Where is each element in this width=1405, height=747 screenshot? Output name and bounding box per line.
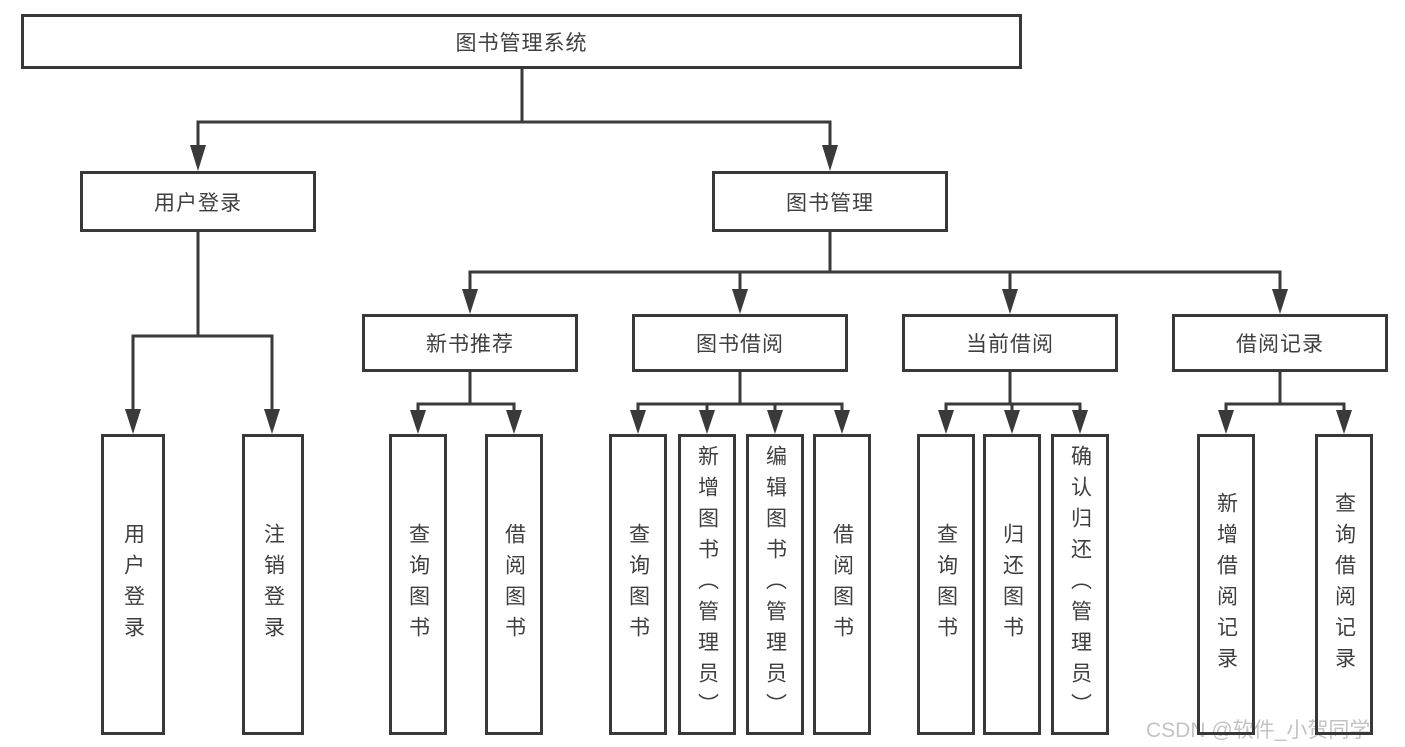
leaf-label: 新增借阅记录 [1214, 491, 1238, 678]
leaf-add-book-admin: 新增图书（管理员） [678, 434, 736, 735]
leaf-query-borrow-record: 查询借阅记录 [1315, 434, 1373, 735]
leaf-return-book: 归还图书 [983, 434, 1041, 735]
leaf-label: 查询图书 [406, 522, 430, 647]
connector-root-to-level2 [190, 69, 838, 171]
connector-book-management-to-level3 [462, 232, 1288, 314]
connector-new-book-recommend-to-leaves [410, 372, 522, 434]
leaf-label: 编辑图书（管理员） [763, 445, 787, 724]
leaf-query-book-recommend: 查询图书 [389, 434, 447, 735]
csdn-watermark: CSDN @软件_小贺同学 [1146, 719, 1371, 742]
node-book-borrow: 图书借阅 [632, 314, 848, 372]
leaf-borrow-book: 借阅图书 [813, 434, 871, 735]
node-label: 新书推荐 [426, 333, 514, 356]
leaf-user-login: 用户登录 [101, 434, 165, 735]
leaf-borrow-book-recommend: 借阅图书 [485, 434, 543, 735]
node-label: 借阅记录 [1236, 333, 1324, 356]
node-label: 当前借阅 [966, 333, 1054, 356]
leaf-label: 归还图书 [1000, 522, 1024, 647]
connector-current-borrow-to-leaves [938, 372, 1088, 434]
node-label: 图书管理 [786, 191, 874, 215]
leaf-label: 用户登录 [121, 522, 145, 647]
leaf-label: 借阅图书 [830, 522, 854, 647]
leaf-add-borrow-record: 新增借阅记录 [1197, 434, 1255, 735]
node-current-borrow: 当前借阅 [902, 314, 1118, 372]
node-new-book-recommend: 新书推荐 [362, 314, 578, 372]
leaf-label: 新增图书（管理员） [695, 445, 719, 724]
node-library-system-root: 图书管理系统 [21, 14, 1022, 69]
node-label: 用户登录 [154, 191, 242, 215]
leaf-query-book-current: 查询图书 [917, 434, 975, 735]
node-label: 图书管理系统 [455, 31, 588, 55]
leaf-logout: 注销登录 [242, 434, 304, 735]
leaf-query-book-borrow: 查询图书 [609, 434, 667, 735]
node-label: 图书借阅 [696, 333, 784, 356]
leaf-label: 查询图书 [934, 522, 958, 647]
connector-book-borrow-to-leaves [630, 372, 850, 434]
leaf-label: 查询图书 [626, 522, 650, 647]
connector-user-login-to-leaves [125, 232, 280, 434]
connector-borrow-record-to-leaves [1218, 372, 1352, 434]
node-borrow-record: 借阅记录 [1172, 314, 1388, 372]
leaf-label: 注销登录 [261, 522, 285, 647]
leaf-confirm-return-admin: 确认归还（管理员） [1051, 434, 1109, 735]
leaf-label: 确认归还（管理员） [1068, 445, 1092, 724]
leaf-edit-book-admin: 编辑图书（管理员） [746, 434, 804, 735]
node-book-management: 图书管理 [712, 171, 948, 232]
node-user-login: 用户登录 [80, 171, 316, 232]
leaf-label: 借阅图书 [502, 522, 526, 647]
leaf-label: 查询借阅记录 [1332, 491, 1356, 678]
